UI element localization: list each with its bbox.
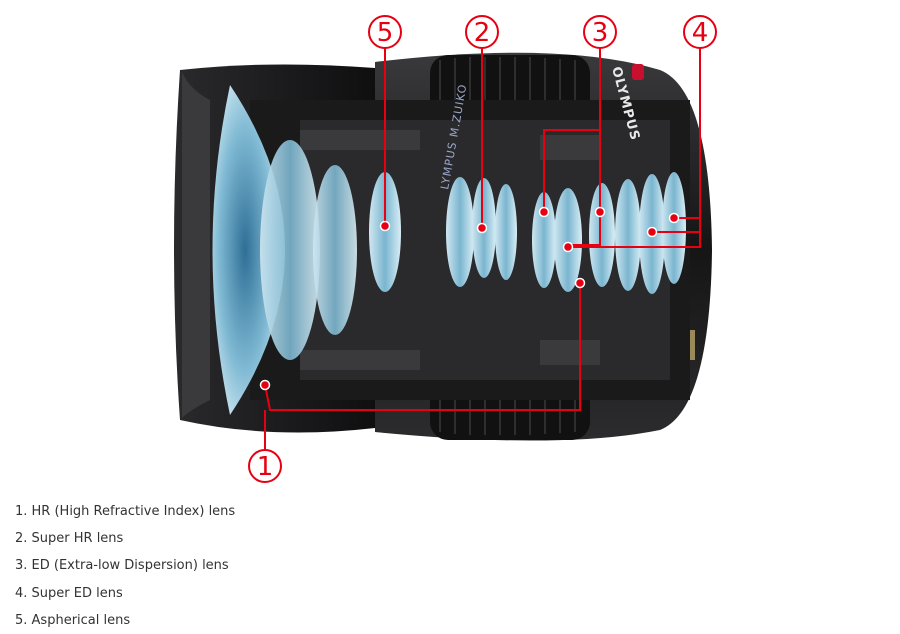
legend-item-super-hr-lens: 2. Super HR lens	[15, 531, 124, 547]
callout-number: 5	[377, 18, 394, 48]
callout-badge-2: 2	[465, 15, 499, 49]
front-element-group	[212, 85, 401, 415]
legend-item-ed-lens: 3. ED (Extra-low Dispersion) lens	[15, 558, 229, 574]
legend-item-hr-lens: 1. HR (High Refractive Index) lens	[15, 504, 236, 519]
callout-number: 1	[257, 452, 274, 482]
callout-leader-lines	[264, 47, 701, 450]
lens-type-legend: 1. HR (High Refractive Index) lens 2. Su…	[15, 498, 235, 634]
lens-cutaway-diagram: LYMPUS M.ZUIKO OLYMPUS 1 2 3	[174, 15, 717, 483]
callout-badge-4: 4	[683, 15, 717, 49]
legend-item-aspherical-lens: 5. Aspherical lens	[15, 612, 131, 628]
callout-badge-1: 1	[248, 449, 282, 483]
callout-number: 2	[474, 18, 491, 48]
callout-number: 4	[692, 18, 709, 48]
callout-badge-3: 3	[583, 15, 617, 49]
callout-number: 3	[592, 18, 609, 48]
callout-markers	[259, 206, 680, 391]
rear-element-group	[532, 172, 686, 294]
callout-badge-5: 5	[368, 15, 402, 49]
legend-item-super-ed-lens: 4. Super ED lens	[15, 585, 123, 601]
